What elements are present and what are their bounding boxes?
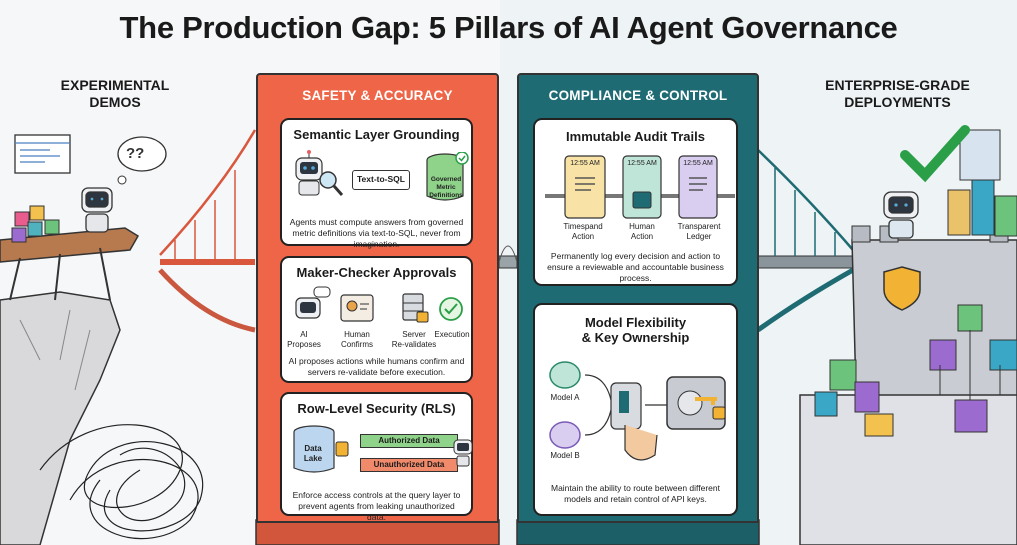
- right-label-text: ENTERPRISE-GRADE DEPLOYMENTS: [825, 77, 970, 110]
- card-desc: Agents must compute answers from governe…: [289, 217, 464, 249]
- authorized-data-arrow: Authorized Data: [360, 434, 458, 448]
- chain-ledger-icon: [545, 155, 735, 219]
- card-audit-trails: Immutable Audit Trails 12:55 AM 12:55 AM…: [533, 118, 738, 286]
- governed-metric-label: Governed Metric Definitions: [429, 176, 463, 199]
- timestamp: 12:55 AM: [570, 160, 600, 167]
- ledger-label: Human Action: [629, 222, 655, 241]
- card-desc: AI proposes actions while humans confirm…: [288, 356, 465, 377]
- card-title: Maker-Checker Approvals: [296, 265, 457, 280]
- data-lake-icon: [293, 425, 349, 473]
- execution-check-icon: [439, 297, 463, 321]
- text-to-sql-box: Text-to-SQL: [352, 170, 410, 190]
- model-routing-icon: [549, 361, 726, 461]
- question-marks: ??: [126, 145, 145, 162]
- timestamp: 12:55 AM: [627, 160, 657, 167]
- unauthorized-data-arrow: Unauthorized Data: [360, 458, 458, 472]
- authorized-data-label: Authorized Data: [378, 436, 440, 445]
- card-desc: Enforce access controls at the query lay…: [292, 490, 461, 522]
- unauthorized-data-label: Unauthorized Data: [373, 460, 445, 469]
- timestamp: 12:55 AM: [683, 160, 713, 167]
- text-to-sql-label: Text-to-SQL: [356, 174, 405, 184]
- step-label: AI Proposes: [287, 330, 321, 349]
- left-tower-heading: SAFETY & ACCURACY: [302, 88, 453, 103]
- robot-magnifier-icon: [295, 150, 344, 196]
- card-title: Row-Level Security (RLS): [297, 401, 456, 416]
- robot-icon: [453, 439, 473, 467]
- card-desc: Maintain the ability to route between di…: [550, 483, 720, 504]
- card-title: Semantic Layer Grounding: [293, 127, 460, 142]
- ledger-label: Transparent Ledger: [677, 222, 721, 241]
- card-maker-checker: Maker-Checker Approvals AI Proposes Huma…: [280, 256, 473, 383]
- model-b-label: Model B: [550, 451, 580, 460]
- card-semantic-layer: Semantic Layer Grounding Text-to-SQL Gov…: [280, 118, 473, 249]
- step-label: Human Confirms: [340, 330, 373, 349]
- card-title: Model Flexibility & Key Ownership: [581, 315, 690, 345]
- step-label: Execution: [434, 330, 470, 339]
- step-label: Server Re-validates: [391, 330, 437, 349]
- model-a-label: Model A: [550, 393, 580, 402]
- governed-db-icon: [426, 152, 469, 201]
- server-lock-icon: [402, 293, 429, 323]
- left-label-text: EXPERIMENTAL DEMOS: [60, 77, 170, 110]
- human-icon: [340, 294, 374, 322]
- card-desc: Permanently log every decision and actio…: [547, 251, 724, 283]
- page-title: The Production Gap: 5 Pillars of AI Agen…: [119, 10, 898, 45]
- right-tower-heading: COMPLIANCE & CONTROL: [548, 88, 728, 103]
- card-title: Immutable Audit Trails: [566, 129, 705, 144]
- data-lake-label: Data Lake: [303, 444, 323, 463]
- right-label: ENTERPRISE-GRADE DEPLOYMENTS: [810, 77, 985, 111]
- left-label: EXPERIMENTAL DEMOS: [50, 77, 180, 111]
- card-row-level-security: Row-Level Security (RLS) Data Lake Autho…: [280, 392, 473, 522]
- card-model-flexibility: Model Flexibility & Key Ownership Model …: [533, 303, 738, 516]
- ai-robot-icon: [295, 286, 331, 319]
- ledger-label: Timespand Action: [563, 222, 603, 241]
